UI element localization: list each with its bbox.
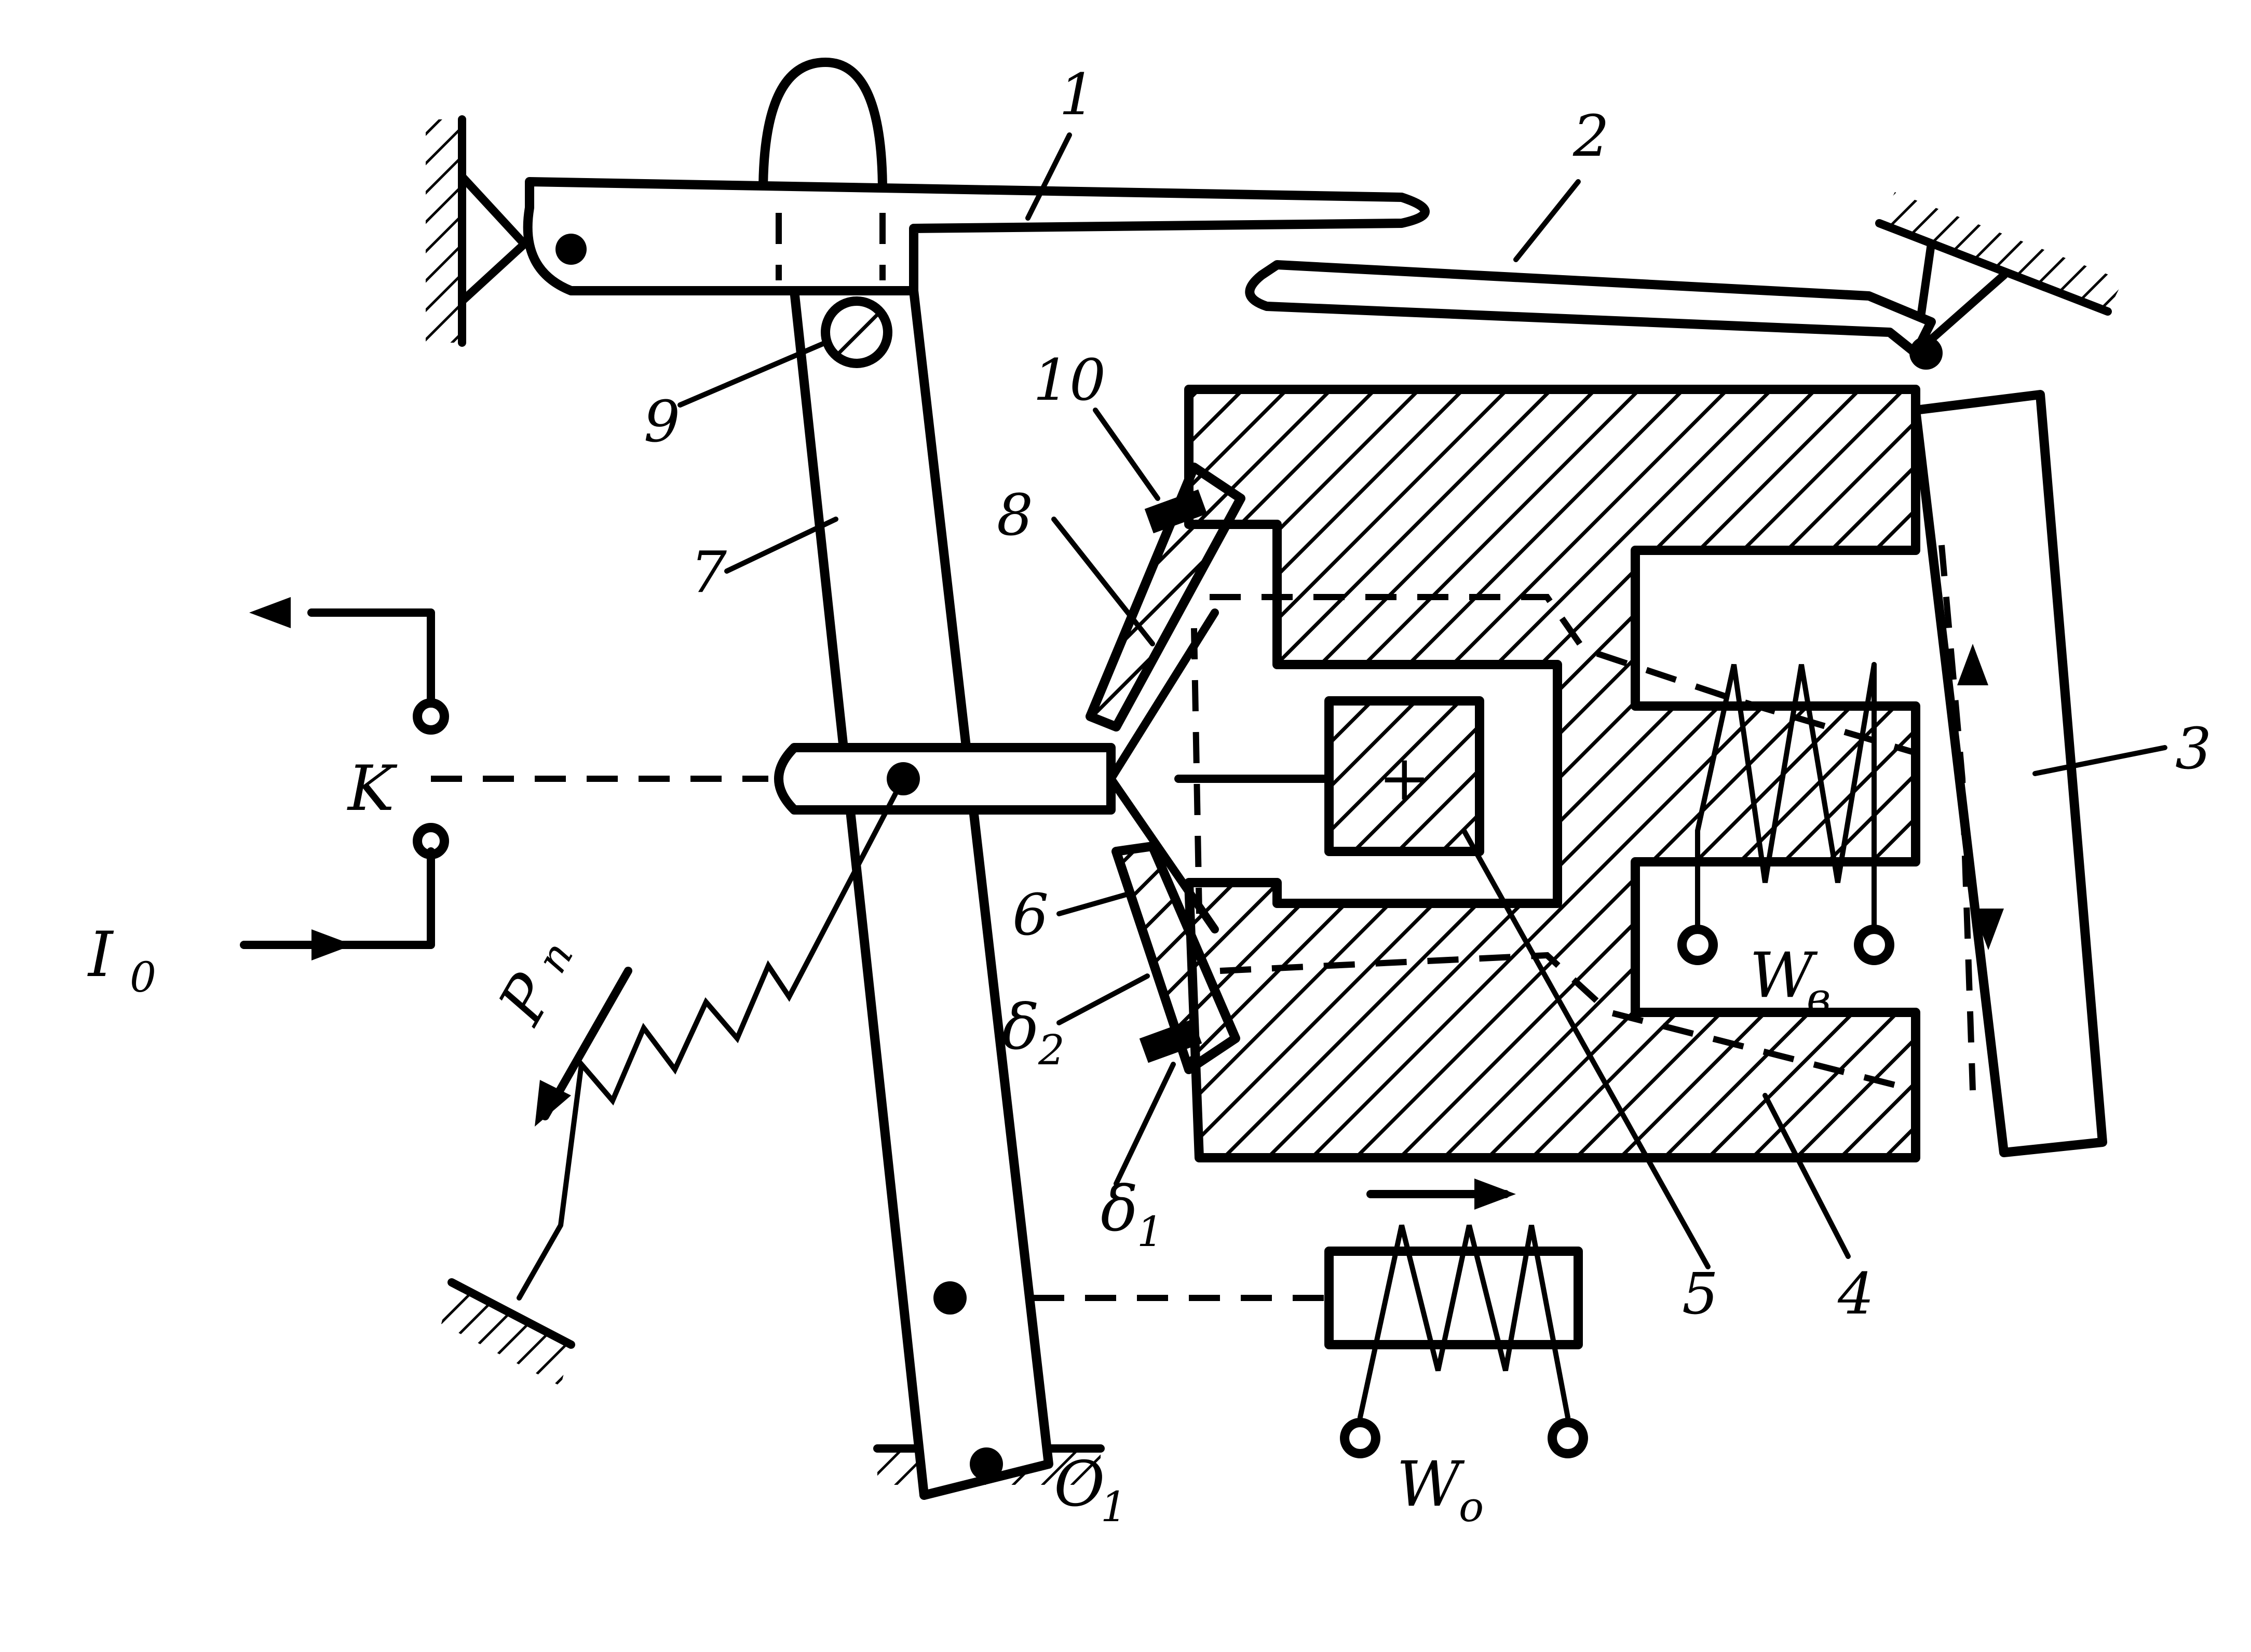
label-5: 5: [1682, 1261, 1718, 1327]
label-4: 4: [1837, 1261, 1874, 1327]
svg-text:в: в: [1807, 974, 1831, 1022]
svg-text:I: I: [87, 919, 114, 991]
label-wo: W o: [1396, 1448, 1484, 1531]
contact-spring-2: [1245, 260, 1936, 358]
coil-wv: [1695, 662, 1877, 883]
coil-wo-housing: [1324, 1247, 1583, 1349]
svg-text:0: 0: [130, 953, 156, 1001]
svg-text:o: o: [1459, 1483, 1484, 1531]
ground-support-spring: [441, 1278, 575, 1386]
circuit-wire: [307, 608, 435, 710]
svg-text:W: W: [1750, 940, 1818, 1012]
svg-text:δ: δ: [1101, 1173, 1138, 1245]
pivot-lever-1: [555, 234, 587, 265]
return-spring-pn: [517, 776, 906, 1301]
label-wv: W в: [1750, 940, 1831, 1022]
pin-9: [821, 296, 892, 368]
contact-8: [1086, 463, 1245, 732]
label-delta-2: δ 2: [1002, 992, 1065, 1074]
svg-text:W: W: [1396, 1448, 1465, 1521]
label-i0: I 0: [87, 919, 156, 1001]
contact-k-top: [413, 698, 449, 735]
coil-wo: [1358, 1224, 1570, 1420]
coil-wv-terminal-left: [1677, 925, 1718, 965]
lever-1: [523, 177, 1430, 295]
push-rod: [774, 743, 1116, 815]
svg-text:2: 2: [1038, 1026, 1065, 1074]
lever-7: [790, 286, 1053, 1500]
coil-wo-terminal-left: [1340, 1418, 1380, 1458]
label-6: 6: [1012, 882, 1049, 948]
lever-7-top-loop: [758, 58, 887, 197]
label-pn: P n: [485, 933, 582, 1036]
armature-3: [1911, 390, 2107, 1157]
magnetic-core-4: [1184, 385, 1920, 1162]
label-7: 7: [690, 539, 727, 605]
lever-7-joint: [933, 1281, 967, 1315]
label-9: 9: [644, 388, 680, 455]
label-o1: O 1: [1054, 1448, 1127, 1531]
coil-wo-terminal-right: [1548, 1418, 1588, 1458]
ground-support-top-left: [426, 115, 528, 347]
contact-pad-10: [1144, 489, 1208, 534]
label-3: 3: [2175, 715, 2212, 782]
svg-text:O: O: [1054, 1448, 1105, 1521]
coil-wv-terminal-right: [1854, 925, 1894, 965]
svg-text:1: 1: [1137, 1208, 1163, 1256]
contact-6: [1111, 842, 1240, 1074]
label-delta-1: δ 1: [1101, 1173, 1163, 1256]
pivot-arm-2: [1909, 336, 1943, 370]
label-8: 8: [997, 482, 1033, 548]
label-k: K: [347, 753, 398, 825]
svg-text:n: n: [527, 933, 582, 981]
contact-pad-lower: [1139, 1019, 1202, 1063]
label-10: 10: [1033, 347, 1106, 413]
svg-text:1: 1: [1101, 1483, 1127, 1531]
label-2: 2: [1572, 103, 1609, 169]
pivot-o1: [970, 1447, 1003, 1481]
svg-text:δ: δ: [1002, 992, 1039, 1064]
label-1: 1: [1059, 61, 1095, 128]
polarity-plus: +: [1378, 742, 1431, 815]
